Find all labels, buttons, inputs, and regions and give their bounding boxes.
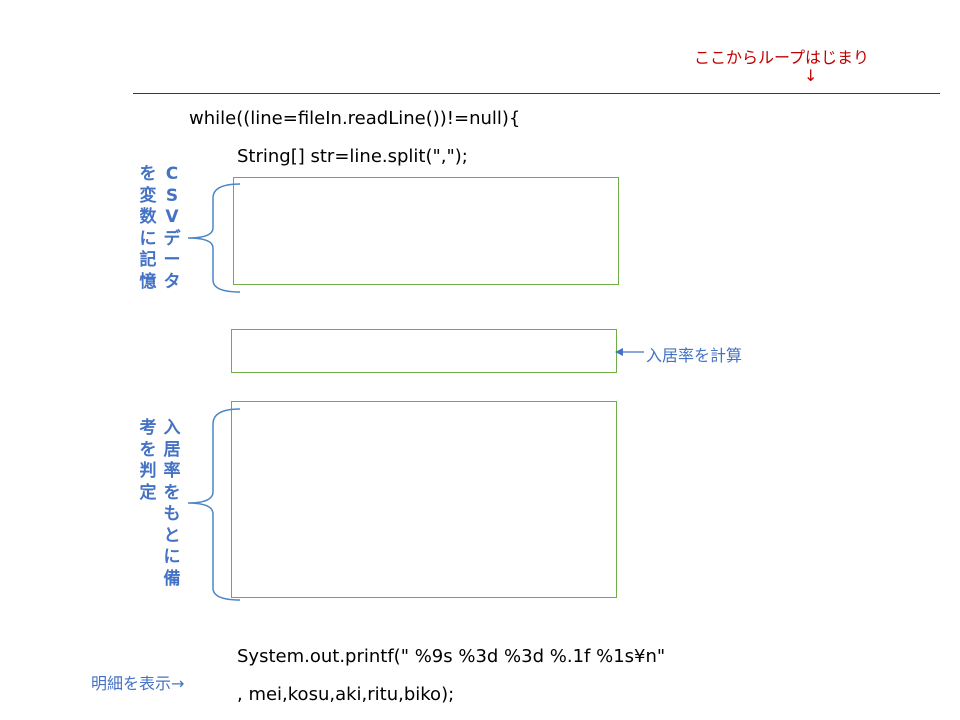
detail-label: 明細を表示→	[91, 674, 185, 693]
csv-annotation-col1: CSVデータ	[163, 164, 181, 292]
code-line-printf: System.out.printf(" %9s %3d %3d %.1f %1s…	[237, 646, 666, 667]
calc-arrow-head	[615, 348, 623, 356]
csv-annotation-col2: を変数に記憶	[139, 164, 157, 292]
code-line-split: String[] str=line.split(",");	[237, 146, 468, 167]
csv-bracket	[187, 183, 241, 293]
judge-annotation-col1: 入居率をもとに備	[163, 418, 181, 589]
code-line-printf-args: , mei,kosu,aki,ritu,biko);	[237, 684, 455, 705]
occupancy-calc-label: 入居率を計算	[646, 346, 743, 365]
code-line-while: while((line=fileIn.readLine())!=null){	[189, 108, 521, 129]
csv-variables-box	[233, 177, 619, 285]
judge-annotation-col2: 考を判定	[139, 418, 157, 503]
occupancy-calc-box	[231, 329, 617, 373]
loop-start-label: ここからループはじまり	[694, 48, 870, 67]
judge-bracket	[187, 408, 241, 601]
loop-start-line	[133, 93, 940, 94]
remarks-judge-box	[231, 401, 617, 598]
loop-start-arrow: ↓	[804, 66, 818, 85]
